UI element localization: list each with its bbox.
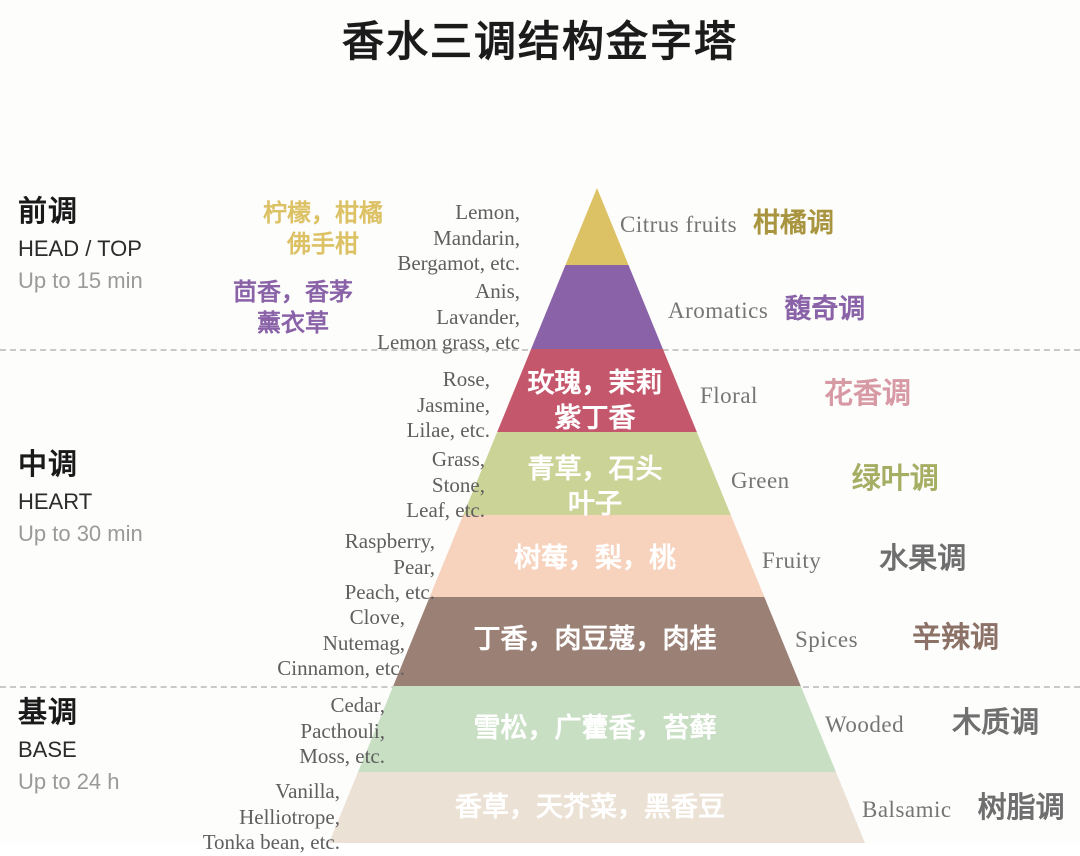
stage-base-duration: Up to 24 h [18,769,120,795]
stage-top-en: HEAD / TOP [18,235,142,261]
family-label-aromatics: Aromatics 馥奇调 [668,287,865,326]
page-title: 香水三调结构金字塔 [341,18,738,65]
family-cn-green: 绿叶调 [851,463,939,495]
family-cn-floral: 花香调 [823,378,911,410]
ingredients-cn-aromatics: 茴香，香茅 薰衣草 [233,279,353,338]
ingredients-en-fruity: Raspberry, Pear, Peach, etc. [344,529,435,605]
pyramid-tier-fruity [429,515,765,597]
stage-base-en: BASE [18,736,77,762]
family-cn-fruity: 水果调 [879,543,967,575]
stage-label-top: 前调 HEAD / TOP Up to 15 min [18,196,228,296]
pyramid-tier-balsamic [329,772,865,843]
stage-top-cn: 前调 [18,196,79,228]
stage-label-base: 基调 BASE Up to 24 h [18,697,228,797]
family-label-balsamic: Balsamic 树脂调 [862,784,1065,826]
stage-heart-en: HEART [18,488,93,514]
stage-base-cn: 基调 [18,697,79,729]
stage-heart-cn: 中调 [18,449,79,481]
ingredients-en-spices: Clove, Nutemag, Cinnamon, etc. [277,605,405,681]
family-cn-balsamic: 树脂调 [977,792,1065,824]
pyramid-tier-spices [393,597,801,686]
family-label-fruity: Fruity 水果调 [762,535,966,577]
family-label-floral: Floral 花香调 [700,370,911,412]
family-cn-wooded: 木质调 [952,707,1040,739]
family-cn-citrus: 柑橘调 [753,208,835,238]
family-cn-aromatics: 馥奇调 [784,294,866,324]
ingredients-cn-citrus: 柠檬，柑橘 佛手柑 [263,200,383,259]
pyramid-tier-green [463,432,731,515]
pyramid-tier-floral [497,349,697,432]
stage-label-heart: 中调 HEART Up to 30 min [18,449,228,549]
family-en-citrus: Citrus fruits [620,212,738,237]
ingredients-en-aromatics: Anis, Lavander, Lemon grass, etc [377,279,520,355]
family-label-spices: Spices 辛辣调 [795,614,999,656]
family-en-green: Green [731,468,790,493]
family-label-wooded: Wooded 木质调 [825,699,1039,741]
pyramid-tier-aromatics [531,265,663,349]
family-en-floral: Floral [700,383,758,408]
family-en-fruity: Fruity [762,548,822,573]
ingredients-en-green: Grass, Stone, Leaf, etc. [406,447,485,523]
ingredients-en-citrus: Lemon, Mandarin, Bergamot, etc. [397,200,520,276]
family-en-spices: Spices [795,627,859,652]
ingredients-en-balsamic: Vanilla, Helliotrope, Tonka bean, etc. [202,779,340,855]
ingredients-en-wooded: Cedar, Pacthouli, Moss, etc. [299,693,385,769]
stage-top-duration: Up to 15 min [18,268,143,294]
pyramid-tier-citrus [565,188,629,265]
family-en-balsamic: Balsamic [862,797,952,822]
pyramid-tier-wooded [358,686,836,772]
family-label-citrus: Citrus fruits 柑橘调 [620,201,834,240]
family-en-wooded: Wooded [825,712,905,737]
stage-heart-duration: Up to 30 min [18,521,143,547]
ingredients-en-floral: Rose, Jasmine, Lilae, etc. [406,367,490,443]
family-en-aromatics: Aromatics [668,298,769,323]
family-cn-spices: 辛辣调 [912,622,1000,654]
family-label-green: Green 绿叶调 [731,455,939,497]
